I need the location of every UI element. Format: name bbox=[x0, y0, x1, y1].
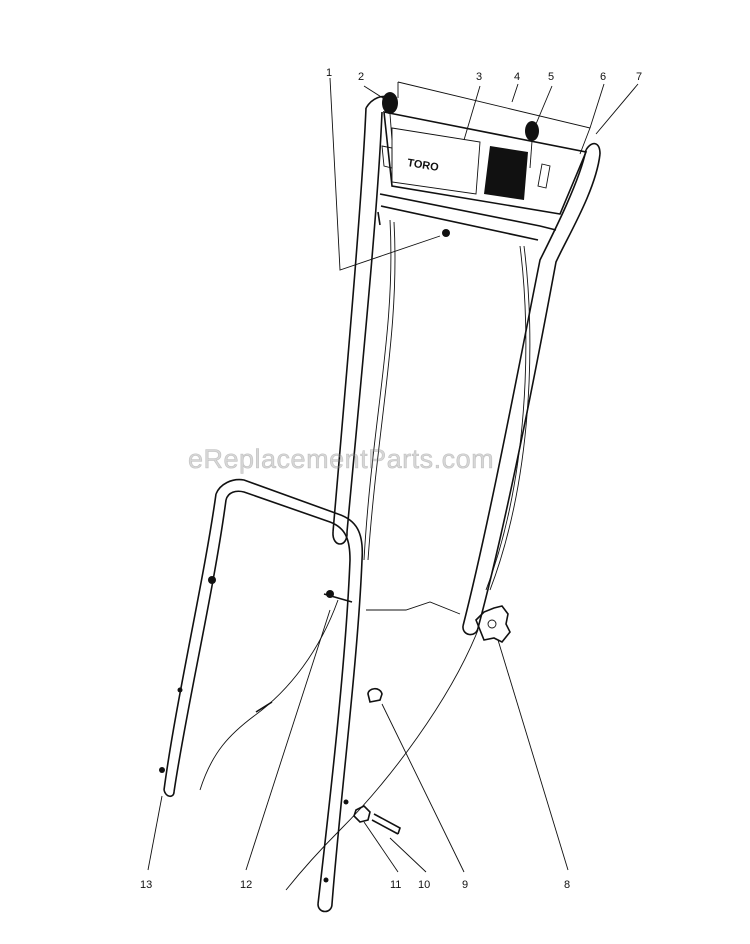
washer-9 bbox=[367, 687, 383, 703]
handle-knob bbox=[475, 605, 511, 644]
control-cables bbox=[363, 219, 531, 615]
callout-8: 8 bbox=[564, 879, 570, 891]
fastener-12 bbox=[323, 590, 353, 603]
callout-13: 13 bbox=[140, 879, 152, 891]
callout-numbers: 1 2 3 4 5 6 7 8 9 10 11 12 13 bbox=[140, 67, 642, 891]
nut-11 bbox=[353, 805, 371, 823]
callout-11: 11 bbox=[390, 879, 401, 891]
screw bbox=[442, 229, 450, 237]
callout-7: 7 bbox=[636, 71, 642, 83]
upper-handle bbox=[332, 95, 601, 636]
lower-cable bbox=[199, 599, 479, 891]
callout-leaders bbox=[147, 77, 639, 873]
callout-1: 1 bbox=[326, 67, 332, 79]
callout-2: 2 bbox=[358, 71, 364, 83]
bolt-10 bbox=[371, 813, 401, 835]
lower-handle bbox=[159, 478, 364, 913]
callout-9: 9 bbox=[462, 879, 468, 891]
control-panel: TORO bbox=[381, 81, 591, 215]
callout-10: 10 bbox=[418, 879, 430, 891]
watermark: eReplacementParts.com bbox=[188, 444, 495, 475]
callout-6: 6 bbox=[600, 71, 606, 83]
callout-5: 5 bbox=[548, 71, 554, 83]
callout-3: 3 bbox=[476, 71, 482, 83]
callout-12: 12 bbox=[240, 879, 252, 891]
brand-label: TORO bbox=[406, 157, 440, 174]
control-knob-left bbox=[382, 92, 398, 141]
control-knob-right bbox=[525, 121, 539, 169]
callout-4: 4 bbox=[514, 71, 520, 83]
